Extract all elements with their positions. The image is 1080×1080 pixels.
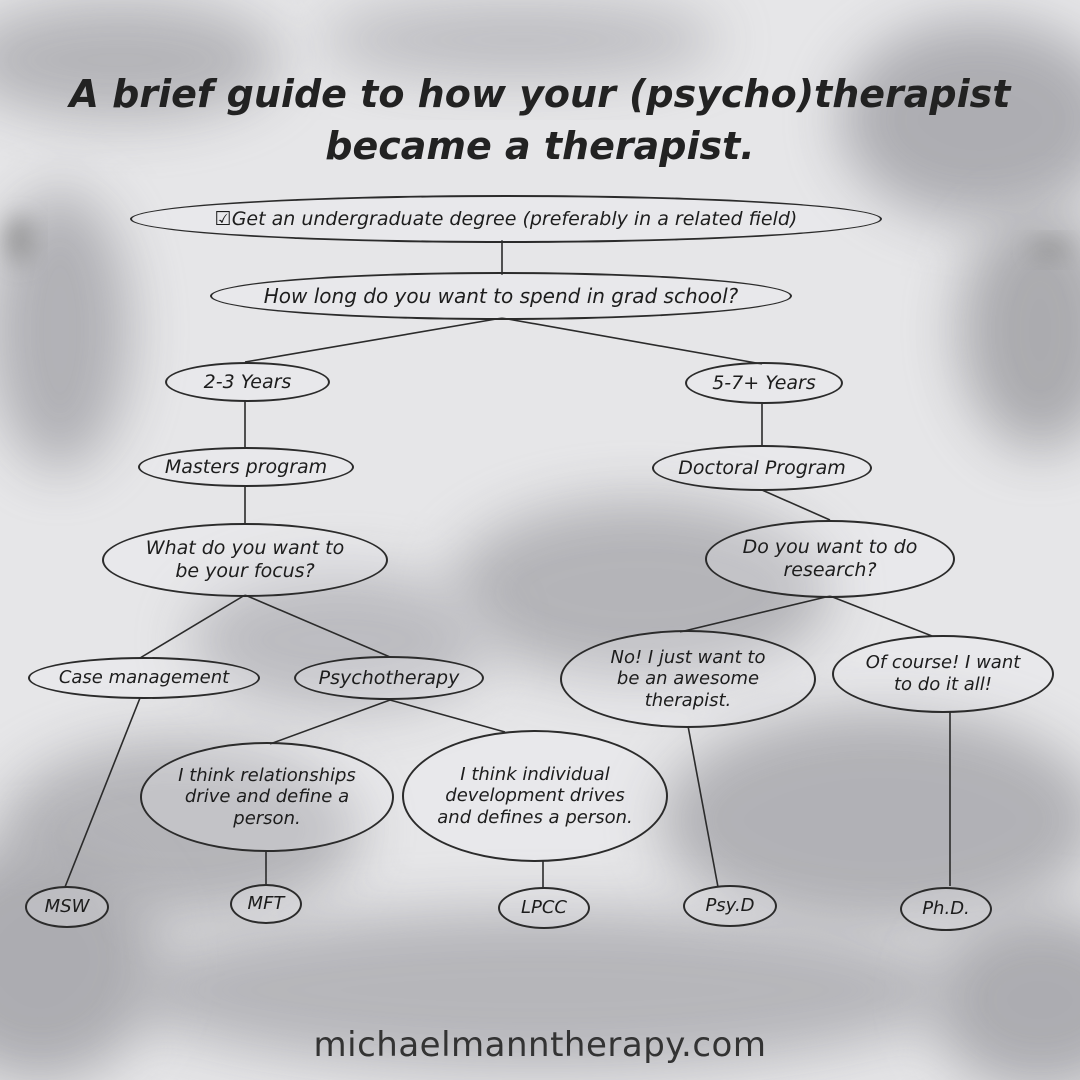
node-lpcc: LPCC [498, 887, 590, 929]
node-2-3-years: 2-3 Years [165, 362, 330, 402]
node-focus-question: What do you want to be your focus? [102, 523, 388, 597]
node-relationships: I think relationships drive and define a… [140, 742, 394, 852]
node-case-management: Case management [28, 657, 260, 699]
connector-lines [64, 240, 951, 888]
node-psychotherapy: Psychotherapy [294, 656, 484, 700]
node-psyd: Psy.D [683, 885, 777, 927]
title-line-2: became a therapist. [325, 124, 755, 168]
node-mft: MFT [230, 884, 302, 924]
node-no-research: No! I just want to be an awesome therapi… [560, 630, 816, 728]
node-msw: MSW [25, 886, 109, 928]
node-grad-school-question: How long do you want to spend in grad sc… [210, 272, 792, 320]
node-phd: Ph.D. [900, 887, 992, 931]
node-individual-development: I think individual development drives an… [402, 730, 668, 862]
node-doctoral-program: Doctoral Program [652, 445, 872, 491]
node-masters-program: Masters program [138, 447, 354, 487]
website-footer: michaelmanntherapy.com [313, 1025, 767, 1065]
node-undergraduate-degree: ☑Get an undergraduate degree (preferably… [130, 195, 882, 243]
node-yes-research: Of course! I want to do it all! [832, 635, 1054, 713]
node-research-question: Do you want to do research? [705, 520, 955, 598]
node-5-7-years: 5-7+ Years [685, 362, 843, 404]
title-line-1: A brief guide to how your (psycho)therap… [69, 72, 1011, 116]
